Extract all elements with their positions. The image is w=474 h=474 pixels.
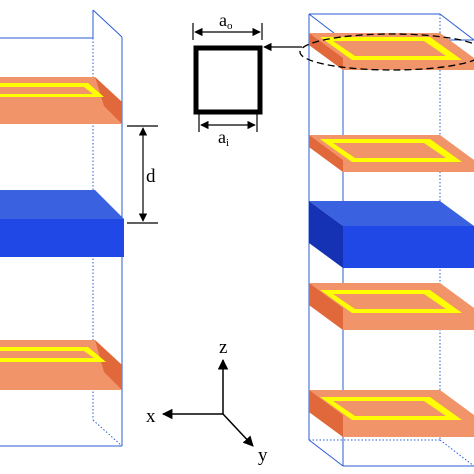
left-resonator-bottom xyxy=(0,340,122,390)
left-resonator-top xyxy=(0,77,122,124)
coordinate-axes xyxy=(161,358,254,447)
square-ring xyxy=(193,45,263,115)
spacing-dimension xyxy=(127,125,158,224)
inner-width-label: ai xyxy=(218,127,229,149)
right-resonator-2 xyxy=(309,135,474,172)
spacing-label: d xyxy=(146,166,156,187)
left-unit-cell: d xyxy=(0,9,158,447)
left-dielectric-slab xyxy=(0,190,124,257)
right-unit-cell xyxy=(299,13,474,467)
right-dielectric-slab xyxy=(309,201,474,268)
highlight-ellipse xyxy=(299,33,474,71)
ring-inset: ao ai xyxy=(192,10,302,149)
x-axis-label: x xyxy=(146,406,156,427)
right-resonator-1 xyxy=(309,33,474,70)
outer-width-label: ao xyxy=(219,10,233,32)
right-resonator-3 xyxy=(309,283,474,330)
z-axis-label: z xyxy=(219,337,227,358)
y-axis-label: y xyxy=(258,445,268,466)
right-resonator-4 xyxy=(309,390,474,437)
